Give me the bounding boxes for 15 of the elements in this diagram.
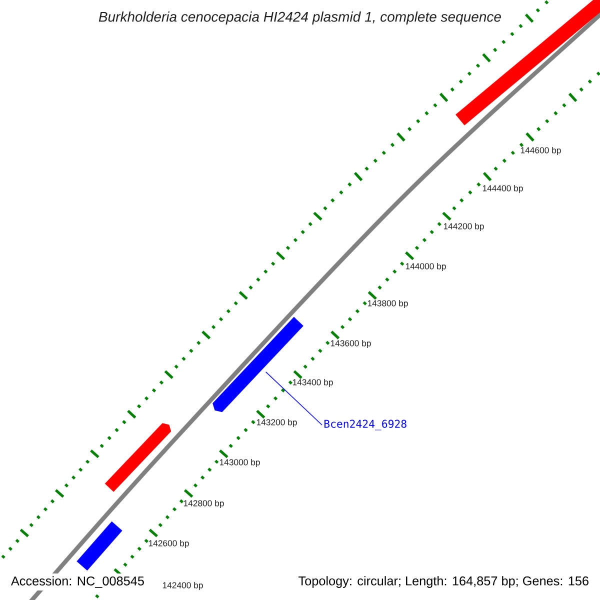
tick-label: 143800 bp — [368, 300, 408, 308]
tick-label: 144400 bp — [482, 184, 523, 194]
title: Burkholderia cenocepacia HI2424 plasmid 1, complete sequence — [98, 11, 501, 25]
tick-label: 142600 bp — [148, 540, 189, 548]
gene-arrow — [76, 521, 122, 571]
tick-label: 143400 bp — [292, 378, 333, 388]
tick-label: 144000 bp — [406, 262, 446, 272]
gene-arrow — [104, 423, 172, 492]
accession-text: Accession: NC_008545 — [8, 574, 148, 591]
tick-label: 142400 bp — [162, 582, 203, 590]
summary-text: Topology: circular; Length: 164,857 bp; Genes: 156 — [296, 573, 592, 591]
tick-label: 144200 bp — [444, 222, 484, 232]
leader-line — [265, 372, 322, 426]
gene-label: Bcen2424_6928 — [324, 420, 406, 430]
tick-label: 143000 bp — [220, 458, 260, 468]
